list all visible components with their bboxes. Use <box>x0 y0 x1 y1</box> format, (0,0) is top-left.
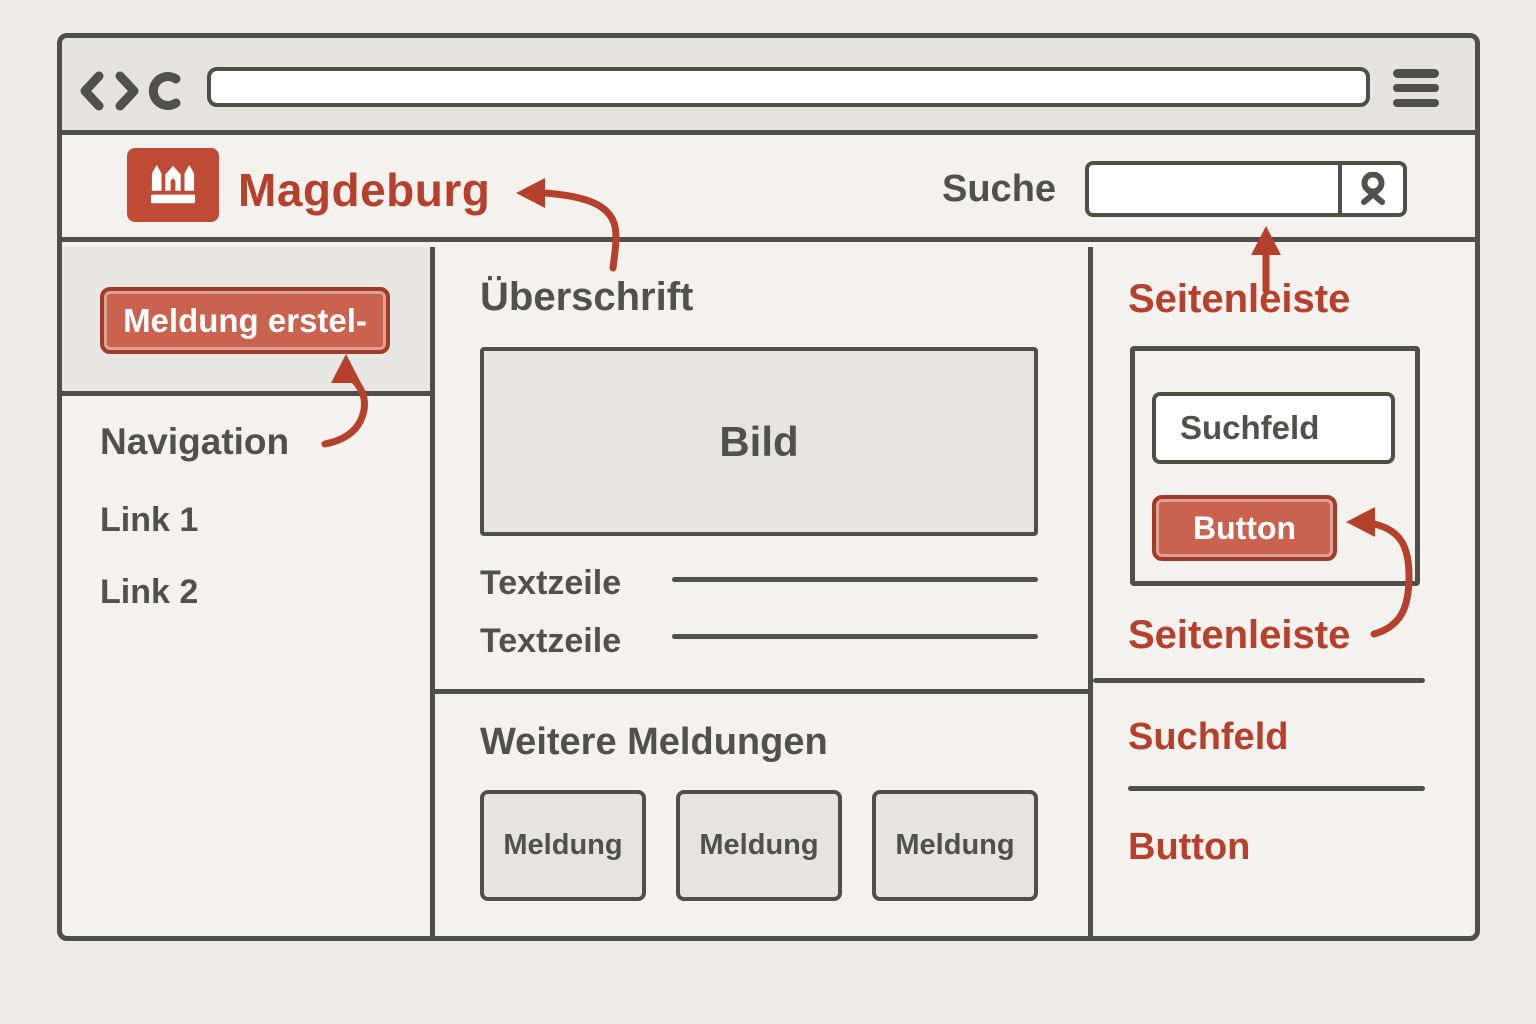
article-heading: Überschrift <box>480 275 694 319</box>
menu-icon[interactable] <box>1393 69 1439 107</box>
toolbar-nav-icons <box>80 71 181 111</box>
news-card[interactable]: Meldung <box>676 790 842 901</box>
sidebar-button[interactable]: Button <box>1152 495 1337 561</box>
page-content: Meldung erstel- Navigation Link 1 Link 2… <box>62 247 1475 936</box>
sidebar-divider <box>1128 786 1425 791</box>
url-bar[interactable] <box>207 67 1370 107</box>
more-news-heading: Weitere Meldungen <box>480 721 828 763</box>
text-row-label: Textzeile <box>480 564 622 602</box>
text-row-line <box>672 577 1038 582</box>
forward-icon[interactable] <box>115 71 139 111</box>
text-row-label: Textzeile <box>480 622 622 660</box>
back-icon[interactable] <box>80 71 104 111</box>
magdeburg-logo[interactable] <box>127 148 219 222</box>
left-sidebar-action-panel: Meldung erstel- <box>62 247 430 396</box>
section-divider <box>435 689 1088 694</box>
nav-link-1[interactable]: Link 1 <box>100 501 199 539</box>
browser-window: Magdeburg Suche Meldung erstel- <box>57 33 1480 941</box>
site-header: Magdeburg Suche <box>62 140 1475 242</box>
news-card[interactable]: Meldung <box>480 790 646 901</box>
header-search-box <box>1085 161 1407 217</box>
text-row-line <box>672 634 1038 639</box>
sidebar-widget-box: Button <box>1130 346 1420 586</box>
reload-icon[interactable] <box>148 72 181 110</box>
image-placeholder: Bild <box>480 347 1038 536</box>
navigation-heading: Navigation <box>100 421 290 462</box>
search-divider <box>1338 165 1342 213</box>
search-label: Suche <box>942 168 1057 210</box>
nav-link-2[interactable]: Link 2 <box>100 573 199 611</box>
browser-toolbar <box>62 38 1475 135</box>
right-sidebar: Seitenleiste Button Seitenleiste Suchfel… <box>1093 247 1475 936</box>
main-content: Überschrift Bild Textzeile Textzeile Wei… <box>435 247 1093 936</box>
annotation-sidebar-widget: Seitenleiste <box>1128 613 1351 657</box>
brand-title[interactable]: Magdeburg <box>238 164 491 216</box>
create-report-button[interactable]: Meldung erstel- <box>100 287 390 354</box>
annotation-sidebar-search: Seitenleiste <box>1128 277 1351 321</box>
legend-button: Button <box>1128 826 1251 868</box>
city-towers-icon <box>150 164 196 204</box>
legend-suchfeld: Suchfeld <box>1128 716 1289 758</box>
search-submit-button[interactable] <box>1342 165 1403 213</box>
news-card-row: Meldung Meldung Meldung <box>480 790 1038 901</box>
sidebar-divider <box>1093 678 1425 683</box>
search-icon <box>1360 172 1385 205</box>
left-sidebar: Meldung erstel- Navigation Link 1 Link 2 <box>62 247 435 936</box>
sidebar-search-field[interactable] <box>1152 392 1395 464</box>
news-card[interactable]: Meldung <box>872 790 1038 901</box>
header-search-input[interactable] <box>1089 165 1338 213</box>
